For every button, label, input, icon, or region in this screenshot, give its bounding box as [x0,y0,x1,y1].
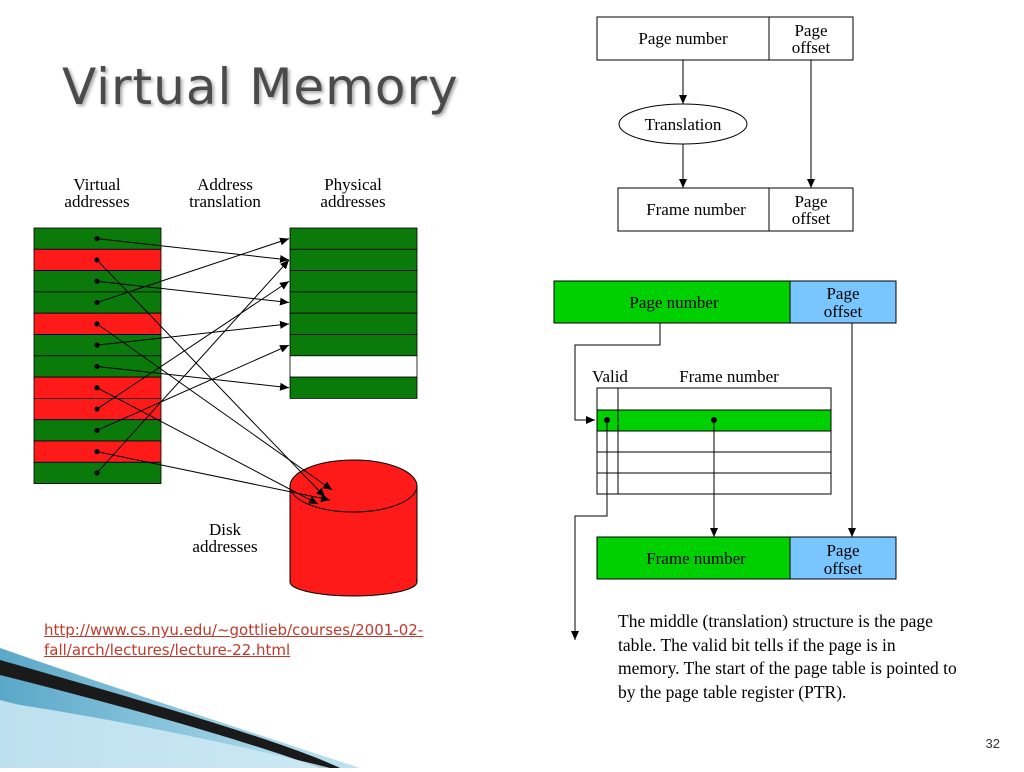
mapping-arrow [96,320,290,346]
top-page-number: Page number [638,29,728,48]
mapping-arrow [96,365,290,391]
page-table-caption: The middle (translation) structure is th… [618,611,957,702]
physical-frame [289,334,418,357]
pt-page-offset-line2: offset [824,302,863,321]
physical-frame [289,270,418,293]
address-translation-label-line2: translation [189,192,261,211]
top-page-offset-line1: Page [794,21,827,40]
mapping-arrow [96,280,290,410]
pt-frame-offset-line2: offset [824,559,863,578]
address-translation-label-line1: Address [197,175,253,194]
physical-frame [289,376,418,399]
mapping-arrow [96,259,290,474]
virtual-addresses-label-line2: addresses [64,192,129,211]
mapping-arrow [96,451,331,503]
top-page-offset-line2: offset [792,38,831,57]
physical-frame [289,312,418,335]
mapping-arrow [96,323,333,491]
physical-addresses-label-line1: Physical [324,175,382,194]
slide-title: Virtual Memory [62,58,459,116]
disk-addresses-label-line2: addresses [192,537,257,556]
pt-frame-number: Frame number [646,549,746,568]
physical-frame [289,291,418,314]
valid-label: Valid [592,367,628,386]
pt-frame-offset-line1: Page [826,541,859,560]
slide-number: 32 [985,736,1000,751]
disk-addresses-label-line1: Disk [209,520,242,539]
address-translation-diagram: Virtual addresses Address translation Ph… [33,175,418,597]
pt-page-number: Page number [629,293,719,312]
mapping-arrow [96,237,290,304]
top-frame-number: Frame number [646,200,746,219]
pt-page-offset-line1: Page [826,284,859,303]
mapping-arrow [96,344,290,431]
reference-link[interactable]: http://www.cs.nyu.edu/~gottlieb/courses/… [44,621,424,659]
frame-number-column-label: Frame number [679,367,779,386]
decorative-swoosh [0,648,360,768]
mapping-arrow [96,259,326,498]
virtual-addresses-label-line1: Virtual [73,175,120,194]
translation-label: Translation [645,115,722,134]
page-table-diagram: Page number Page offset Valid Frame numb… [553,280,897,640]
physical-frame [289,355,418,378]
physical-addresses-label-line2: addresses [320,192,385,211]
mapping-arrow [96,238,290,263]
page-translation-diagram: Page number Page offset Translation Fram… [596,16,854,232]
physical-frame [289,248,418,272]
mapping-arrow [96,387,319,505]
top-frame-offset-line1: Page [794,192,827,211]
mapping-arrow [96,280,290,306]
physical-frame [289,227,418,250]
top-frame-offset-line2: offset [792,209,831,228]
